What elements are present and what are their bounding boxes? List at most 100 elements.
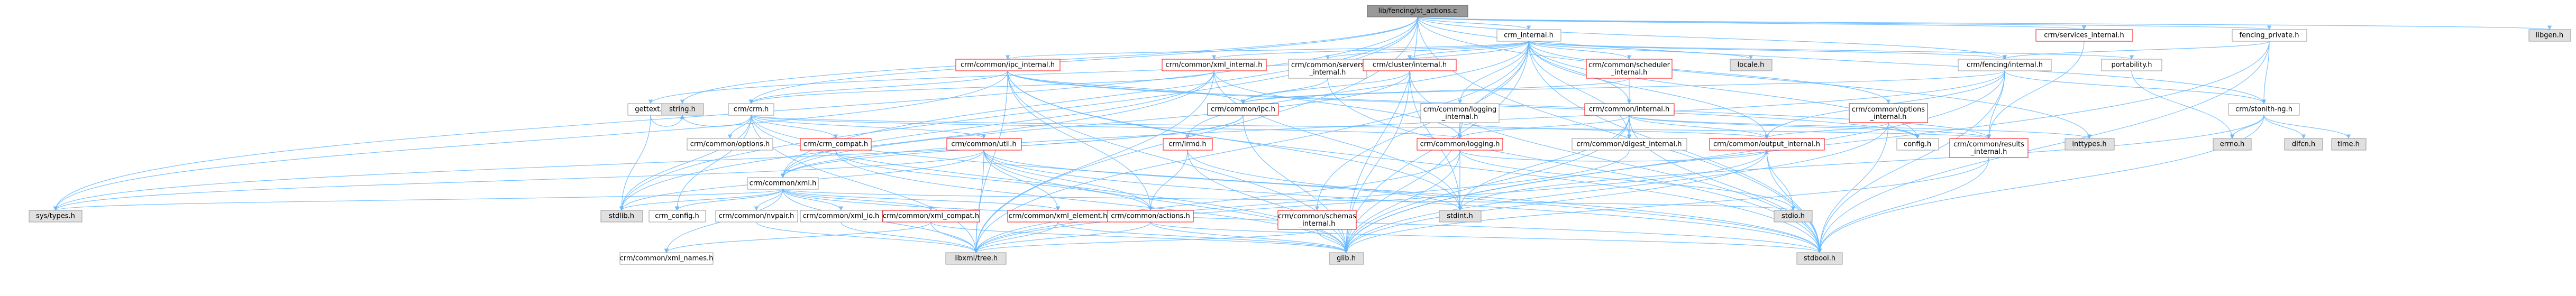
node-glib-h[interactable]: glib.h bbox=[1329, 252, 1364, 265]
node-crm-common-scheduler-internal-h[interactable]: crm/common/scheduler_internal.h bbox=[1586, 59, 1673, 79]
node-crm-common-internal-h[interactable]: crm/common/internal.h bbox=[1584, 103, 1675, 116]
node-stdio-h[interactable]: stdio.h bbox=[1774, 210, 1813, 223]
node-crm-internal-h[interactable]: crm_internal.h bbox=[1496, 29, 1561, 42]
node-crm-crm-h[interactable]: crm/crm.h bbox=[728, 103, 774, 116]
node-errno-h[interactable]: errno.h bbox=[2213, 138, 2252, 151]
edge-crm_common_logging_internal-to-crm_common_output_internal bbox=[1459, 122, 1769, 139]
edge-crm_common_xml_internal-to-crm_common_logging bbox=[1213, 70, 1463, 139]
node-inttypes-h[interactable]: inttypes.h bbox=[2065, 138, 2115, 151]
node-crm-common-digest-internal-h[interactable]: crm/common/digest_internal.h bbox=[1572, 138, 1687, 151]
node-crm-common-logging-h[interactable]: crm/common/logging.h bbox=[1417, 138, 1503, 151]
node-stdlib-h[interactable]: stdlib.h bbox=[600, 210, 643, 223]
node-crm-common-results-internal-h[interactable]: crm/common/results_internal.h bbox=[1949, 138, 2029, 158]
node-label: locale.h bbox=[1738, 61, 1765, 69]
edge-crm_common_util-to-crm_common_actions bbox=[983, 150, 1153, 211]
node-time-h[interactable]: time.h bbox=[2331, 138, 2367, 151]
node-crm-common-output-internal-h[interactable]: crm/common/output_internal.h bbox=[1709, 138, 1825, 151]
node-portability-h[interactable]: portability.h bbox=[2101, 59, 2162, 71]
node-crm-common-servers-internal-h[interactable]: crm/common/servers_internal.h bbox=[1288, 59, 1367, 79]
edge-crm_common_internal-to-stdint bbox=[1457, 115, 1630, 211]
node-crm-common-options-h[interactable]: crm/common/options.h bbox=[687, 138, 773, 151]
node-crm-lrmd-h[interactable]: crm/lrmd.h bbox=[1163, 138, 1213, 151]
edge-crm_common_util-to-stdbool bbox=[983, 150, 1822, 253]
node-crm-cluster-internal-h[interactable]: crm/cluster/internal.h bbox=[1363, 59, 1457, 71]
node-label: crm/common/xml_io.h bbox=[803, 212, 880, 220]
node-lib-fencing-st-actions-c[interactable]: lib/fencing/st_actions.c bbox=[1367, 5, 1468, 17]
node-stdbool-h[interactable]: stdbool.h bbox=[1796, 252, 1843, 265]
node-fencing-private-h[interactable]: fencing_private.h bbox=[2232, 29, 2307, 42]
node-crm-fencing-internal-h[interactable]: crm/fencing/internal.h bbox=[1958, 59, 2052, 71]
node-crm-common-xml-names-h[interactable]: crm/common/xml_names.h bbox=[619, 252, 714, 265]
node-crm-config-h[interactable]: crm_config.h bbox=[648, 210, 706, 223]
node-crm-common-xml-element-h[interactable]: crm/common/xml_element.h bbox=[1007, 210, 1109, 223]
edge-crm_common_ipc_internal-to-libxml_tree bbox=[973, 70, 1008, 253]
node-label: crm/crm.h bbox=[734, 106, 769, 114]
node-libxml-tree-h[interactable]: libxml/tree.h bbox=[945, 252, 1007, 265]
edge-crm_common_xml_internal-to-stdint bbox=[1213, 70, 1463, 211]
edge-crm_crm-to-stdlib bbox=[619, 115, 752, 211]
edge-crm_common_ipc-to-glib bbox=[1243, 115, 1349, 253]
node-label: crm/common/xml.h bbox=[750, 180, 817, 188]
edge-crm_common_xml_internal-to-stdlib bbox=[619, 70, 1214, 211]
edge-crm_crm_compat-to-crm_common_actions bbox=[835, 150, 1153, 211]
edge-gettext-to-stdlib bbox=[619, 115, 651, 211]
edge-root-to-fencing_private bbox=[1417, 16, 2271, 30]
edge-crm_stonith_ng-to-stdbool bbox=[1817, 115, 2264, 253]
node-label: crm/cluster/internal.h bbox=[1373, 61, 1447, 69]
edge-root-to-crm_fencing_internal bbox=[1417, 16, 2007, 60]
node-crm-common-xml-internal-h[interactable]: crm/common/xml_internal.h bbox=[1162, 59, 1267, 71]
edge-crm_crm-to-crm_common_options bbox=[727, 115, 752, 139]
edge-crm_common_ipc_internal-to-stdbool bbox=[1007, 70, 1822, 253]
edge-crm_common_xml-to-stdlib bbox=[619, 189, 783, 211]
node-crm-common-ipc-h[interactable]: crm/common/ipc.h bbox=[1207, 103, 1279, 116]
node-sys-types-h[interactable]: sys/types.h bbox=[29, 210, 83, 223]
node-label: crm/fencing/internal.h bbox=[1967, 61, 2043, 69]
edge-crm_common_xml_compat-to-glib bbox=[930, 221, 1348, 253]
node-crm-common-options-internal-h[interactable]: crm/common/options_internal.h bbox=[1849, 103, 1928, 123]
edge-crm_common_internal-to-glib bbox=[1344, 115, 1630, 253]
edge-crm_fencing_internal-to-stdbool bbox=[1817, 70, 2005, 253]
edge-crm_common_util-to-sys_types bbox=[53, 150, 984, 211]
node-label: crm/common/logging_internal.h bbox=[1423, 106, 1496, 121]
node-dlfcn-h[interactable]: dlfcn.h bbox=[2284, 138, 2323, 151]
node-config-h[interactable]: config.h bbox=[1896, 138, 1939, 151]
node-label: crm/common/schemas_internal.h bbox=[1278, 212, 1356, 228]
node-crm-common-xml-h[interactable]: crm/common/xml.h bbox=[747, 177, 819, 190]
edge-crm_common_xml-to-crm_common_xml_compat bbox=[782, 189, 934, 211]
node-label: inttypes.h bbox=[2072, 141, 2106, 149]
node-crm-common-xml-compat-h[interactable]: crm/common/xml_compat.h bbox=[882, 210, 980, 223]
edge-crm_crm-to-crm_common_logging bbox=[751, 115, 1462, 139]
node-label: crm/common/util.h bbox=[951, 141, 1016, 149]
node-crm-services-internal-h[interactable]: crm/services_internal.h bbox=[2035, 29, 2133, 42]
node-crm-common-ipc-internal-h[interactable]: crm/common/ipc_internal.h bbox=[955, 59, 1061, 71]
node-label: stdio.h bbox=[1782, 212, 1805, 220]
node-libgen-h[interactable]: libgen.h bbox=[2528, 29, 2571, 42]
edge-crm_common_logging-to-libxml_tree bbox=[973, 150, 1460, 253]
node-label: crm/common/ipc_internal.h bbox=[961, 61, 1055, 69]
node-crm-common-actions-h[interactable]: crm/common/actions.h bbox=[1107, 210, 1194, 223]
edge-crm_common_xml_internal-to-crm_crm bbox=[749, 70, 1214, 104]
edge-crm_common_digest_internal-to-libxml_tree bbox=[973, 150, 1630, 253]
node-locale-h[interactable]: locale.h bbox=[1730, 59, 1773, 71]
edge-crm_common_ipc_internal-to-crm_common_ipc bbox=[1007, 70, 1246, 104]
edge-crm_fencing_internal-to-crm_common_ipc bbox=[1241, 70, 2005, 104]
node-crm-common-logging-internal-h[interactable]: crm/common/logging_internal.h bbox=[1420, 103, 1500, 123]
node-label: crm/common/results_internal.h bbox=[1953, 141, 2024, 156]
node-label: crm/common/digest_internal.h bbox=[1576, 141, 1682, 149]
node-crm-common-util-h[interactable]: crm/common/util.h bbox=[946, 138, 1022, 151]
edge-gettext-to-string bbox=[650, 115, 685, 127]
node-crm-common-xml-io-h[interactable]: crm/common/xml_io.h bbox=[800, 210, 883, 223]
node-label: crm/common/servers_internal.h bbox=[1291, 61, 1364, 77]
edge-crm_internal-to-crm_lrmd bbox=[1185, 41, 1529, 139]
edge-crm_common_xml_io-to-libxml_tree bbox=[841, 221, 979, 253]
node-crm-crm-compat-h[interactable]: crm/crm_compat.h bbox=[800, 138, 872, 151]
edge-fencing_private-to-stdbool bbox=[1817, 41, 2270, 253]
node-label: sys/types.h bbox=[36, 212, 75, 220]
node-stdint-h[interactable]: stdint.h bbox=[1439, 210, 1482, 223]
node-crm-common-nvpair-h[interactable]: crm/common/nvpair.h bbox=[715, 210, 798, 223]
node-string-h[interactable]: string.h bbox=[661, 103, 704, 116]
node-label: crm/common/internal.h bbox=[1589, 106, 1670, 114]
node-crm-stonith-ng-h[interactable]: crm/stonith-ng.h bbox=[2228, 103, 2300, 116]
node-label: crm/common/actions.h bbox=[1111, 212, 1190, 220]
node-crm-common-schemas-internal-h[interactable]: crm/common/schemas_internal.h bbox=[1277, 210, 1357, 230]
